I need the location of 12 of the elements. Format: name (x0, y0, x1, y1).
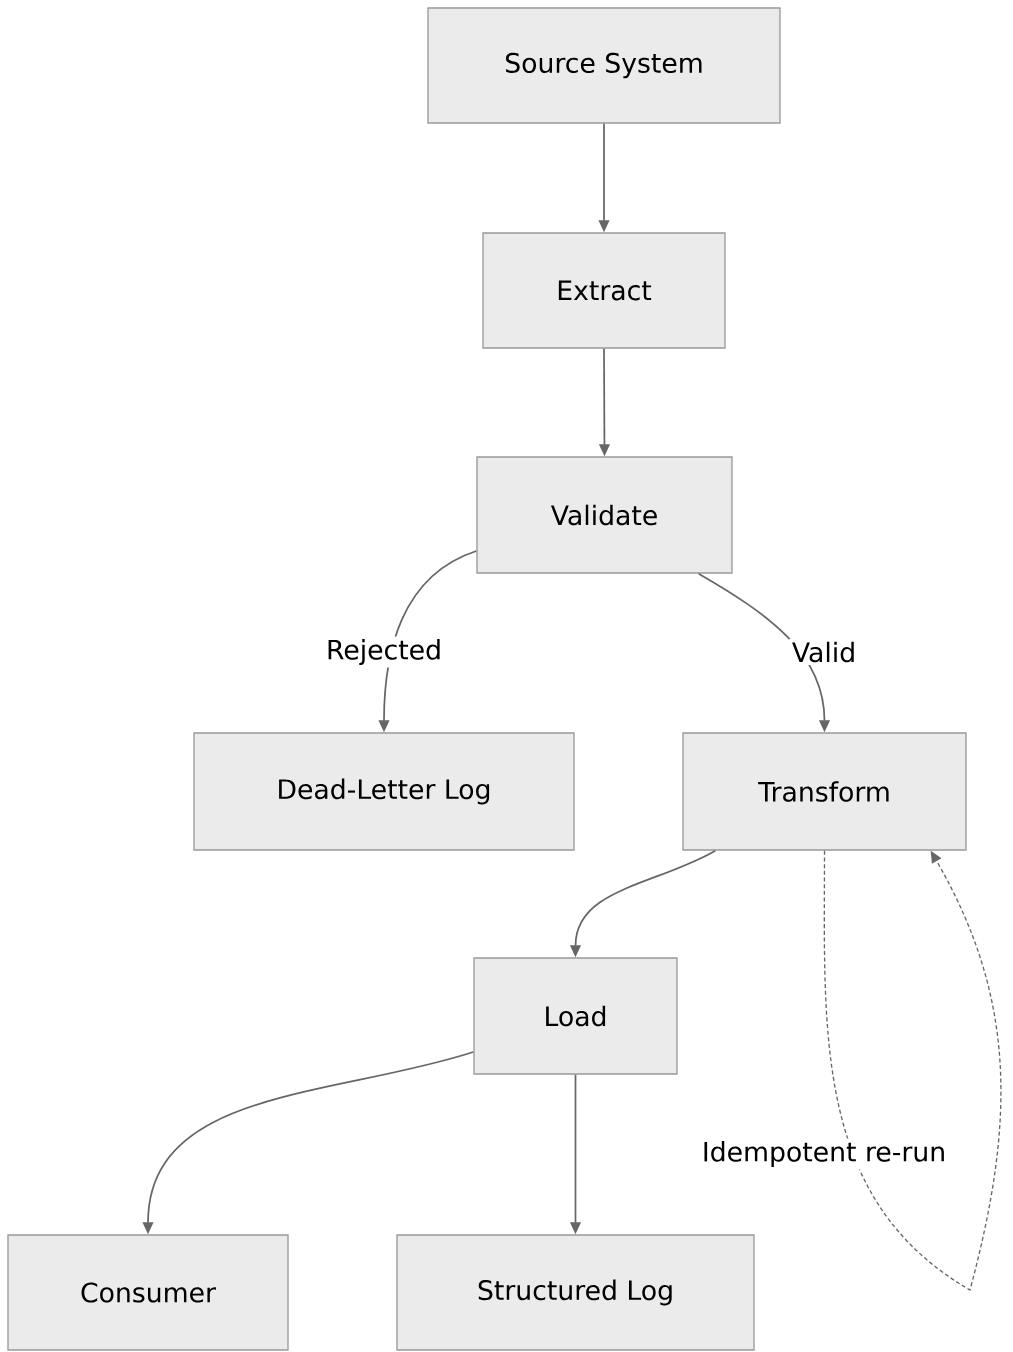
process-box: Structured Log (396, 1234, 755, 1351)
process-box: Extract (482, 232, 726, 349)
edge-label: Rejected (323, 636, 445, 668)
process-box: Consumer (7, 1234, 289, 1351)
edge-label: Valid (789, 639, 859, 665)
process-box: Transform (682, 732, 967, 851)
process-box: Validate (476, 456, 733, 574)
process-box: Dead-Letter Log (193, 732, 575, 851)
process-box: Source System (427, 7, 781, 124)
edge-label: Idempotent re-run (699, 1138, 949, 1170)
process-box: Load (473, 957, 678, 1075)
arrow (823, 850, 1002, 1291)
